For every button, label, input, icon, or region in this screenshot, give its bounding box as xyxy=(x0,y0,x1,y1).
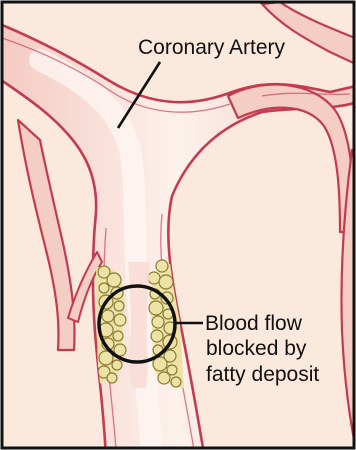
artery-label: Coronary Artery xyxy=(138,36,286,59)
blockage-label-line-3: fatty deposit xyxy=(206,363,319,386)
narrowed-channel xyxy=(128,262,150,388)
blockage-label-line-1: Blood flow xyxy=(205,312,303,335)
blockage-label-line-2: blocked by xyxy=(206,337,307,360)
